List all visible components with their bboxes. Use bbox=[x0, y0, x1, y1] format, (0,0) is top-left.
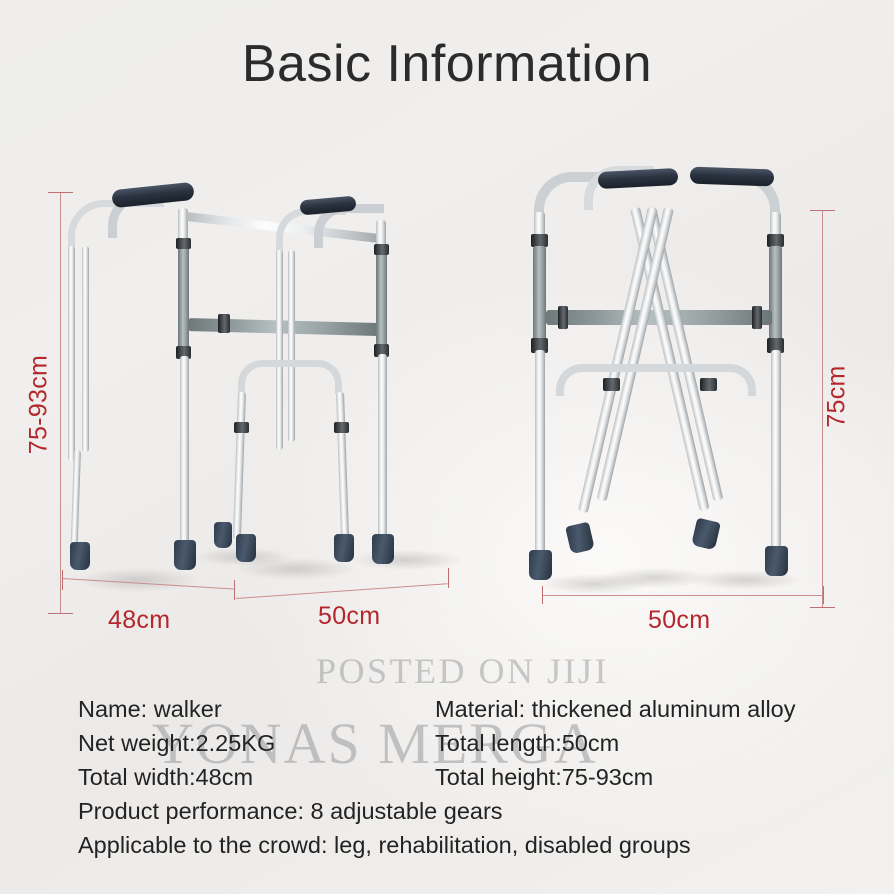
adjust-collar bbox=[531, 234, 548, 247]
rubber-foot bbox=[372, 534, 394, 564]
dim-tick bbox=[448, 568, 449, 588]
spec-material: Material: thickened aluminum alloy bbox=[435, 696, 796, 722]
shadow bbox=[600, 568, 710, 588]
handgrip-right bbox=[689, 166, 775, 187]
frame-tube bbox=[70, 449, 81, 547]
frame-tube bbox=[771, 350, 781, 552]
frame-tube-adjust bbox=[376, 250, 387, 350]
adjust-collar bbox=[603, 378, 620, 391]
shadow bbox=[236, 558, 356, 580]
frame-tube-adjust bbox=[178, 244, 189, 352]
watermark-posted-on: POSTED ON JIJI bbox=[316, 651, 610, 691]
dim-tick bbox=[48, 192, 73, 193]
adjust-collar bbox=[176, 346, 191, 359]
rubber-foot bbox=[174, 540, 196, 570]
dim-label-left-width: 48cm bbox=[108, 606, 171, 634]
cross-bar-joint bbox=[218, 314, 230, 333]
shadow bbox=[352, 550, 462, 570]
dim-label-left-height: 75-93cm bbox=[24, 354, 53, 455]
dim-line-left-length bbox=[235, 583, 448, 599]
rubber-foot bbox=[236, 534, 256, 562]
dim-label-right-height: 75cm bbox=[822, 365, 851, 428]
frame-tube bbox=[180, 356, 189, 546]
lower-support-arc bbox=[556, 364, 656, 396]
frame-tube bbox=[376, 220, 386, 250]
dim-line-right-height bbox=[822, 210, 823, 608]
rubber-foot bbox=[529, 550, 552, 580]
adjust-collar bbox=[767, 338, 784, 353]
product-figures: 75-93cm 48cm 50cm 75cm 50cm POSTED ON JI… bbox=[0, 150, 894, 776]
dim-tick bbox=[62, 570, 63, 590]
page-title: Basic Information bbox=[241, 35, 653, 93]
rubber-foot bbox=[691, 517, 721, 551]
spec-row: Total width:48cm Total height:75-93cm bbox=[78, 760, 838, 794]
spec-total-width: Total width:48cm bbox=[78, 764, 254, 790]
spec-applicable-crowd: Applicable to the crowd: leg, rehabilita… bbox=[78, 832, 691, 858]
frame-tube-adjust bbox=[769, 246, 782, 346]
folded-leg bbox=[596, 206, 674, 502]
folded-leg bbox=[577, 206, 658, 514]
dim-line-right-length bbox=[542, 595, 824, 596]
frame-tube bbox=[534, 212, 545, 238]
dim-tick bbox=[48, 613, 73, 614]
adjust-collar bbox=[767, 234, 784, 247]
spec-net-weight: Net weight:2.25KG bbox=[78, 730, 276, 756]
dim-tick bbox=[810, 607, 835, 608]
rubber-foot bbox=[214, 522, 232, 548]
cross-bar-joint bbox=[558, 306, 568, 329]
spec-name: Name: walker bbox=[78, 696, 222, 722]
dim-label-right-length: 50cm bbox=[648, 606, 711, 634]
lower-support-arc bbox=[238, 360, 290, 394]
adjust-collar bbox=[176, 238, 191, 249]
dim-label-left-length: 50cm bbox=[318, 602, 381, 630]
specification-list: Name: walker Material: thickened aluminu… bbox=[78, 692, 838, 862]
rubber-foot bbox=[765, 546, 788, 576]
lower-support-arc bbox=[290, 360, 342, 394]
spec-total-height: Total height:75-93cm bbox=[435, 764, 654, 790]
rubber-foot bbox=[334, 534, 354, 562]
cross-bar-joint bbox=[752, 306, 762, 329]
middle-cross-bar bbox=[187, 318, 381, 337]
shadow bbox=[540, 574, 650, 594]
dim-tick bbox=[823, 586, 824, 604]
frame-tube bbox=[770, 212, 781, 238]
lower-support-arc bbox=[656, 364, 756, 396]
lower-support-leg bbox=[336, 391, 350, 541]
adjust-collar bbox=[374, 344, 389, 357]
adjust-collar bbox=[234, 422, 249, 433]
adjust-collar bbox=[531, 338, 548, 353]
lower-support-leg bbox=[232, 391, 246, 541]
adjust-collar bbox=[334, 422, 349, 433]
dim-line-left-height bbox=[60, 192, 61, 614]
dim-tick bbox=[542, 586, 543, 604]
frame-tube bbox=[378, 354, 387, 540]
frame-tube bbox=[276, 250, 283, 450]
adjust-collar bbox=[700, 378, 717, 391]
rubber-foot bbox=[70, 542, 90, 570]
frame-tube bbox=[535, 350, 545, 556]
spec-product-performance: Product performance: 8 adjustable gears bbox=[78, 798, 503, 824]
handle-arc bbox=[534, 172, 616, 220]
spec-row: Net weight:2.25KG Total length:50cm bbox=[78, 726, 838, 760]
frame-tube-adjust bbox=[533, 246, 546, 346]
frame-tube bbox=[68, 246, 75, 461]
handgrip-left bbox=[597, 167, 679, 190]
spec-total-length: Total length:50cm bbox=[435, 730, 620, 756]
adjust-collar bbox=[374, 244, 389, 255]
dim-tick bbox=[810, 210, 835, 211]
frame-tube bbox=[178, 208, 188, 244]
frame-tube bbox=[288, 250, 295, 442]
spec-row: Name: walker Material: thickened aluminu… bbox=[78, 692, 838, 726]
rubber-foot bbox=[565, 521, 595, 555]
frame-tube bbox=[82, 246, 89, 452]
dim-tick bbox=[234, 580, 235, 600]
